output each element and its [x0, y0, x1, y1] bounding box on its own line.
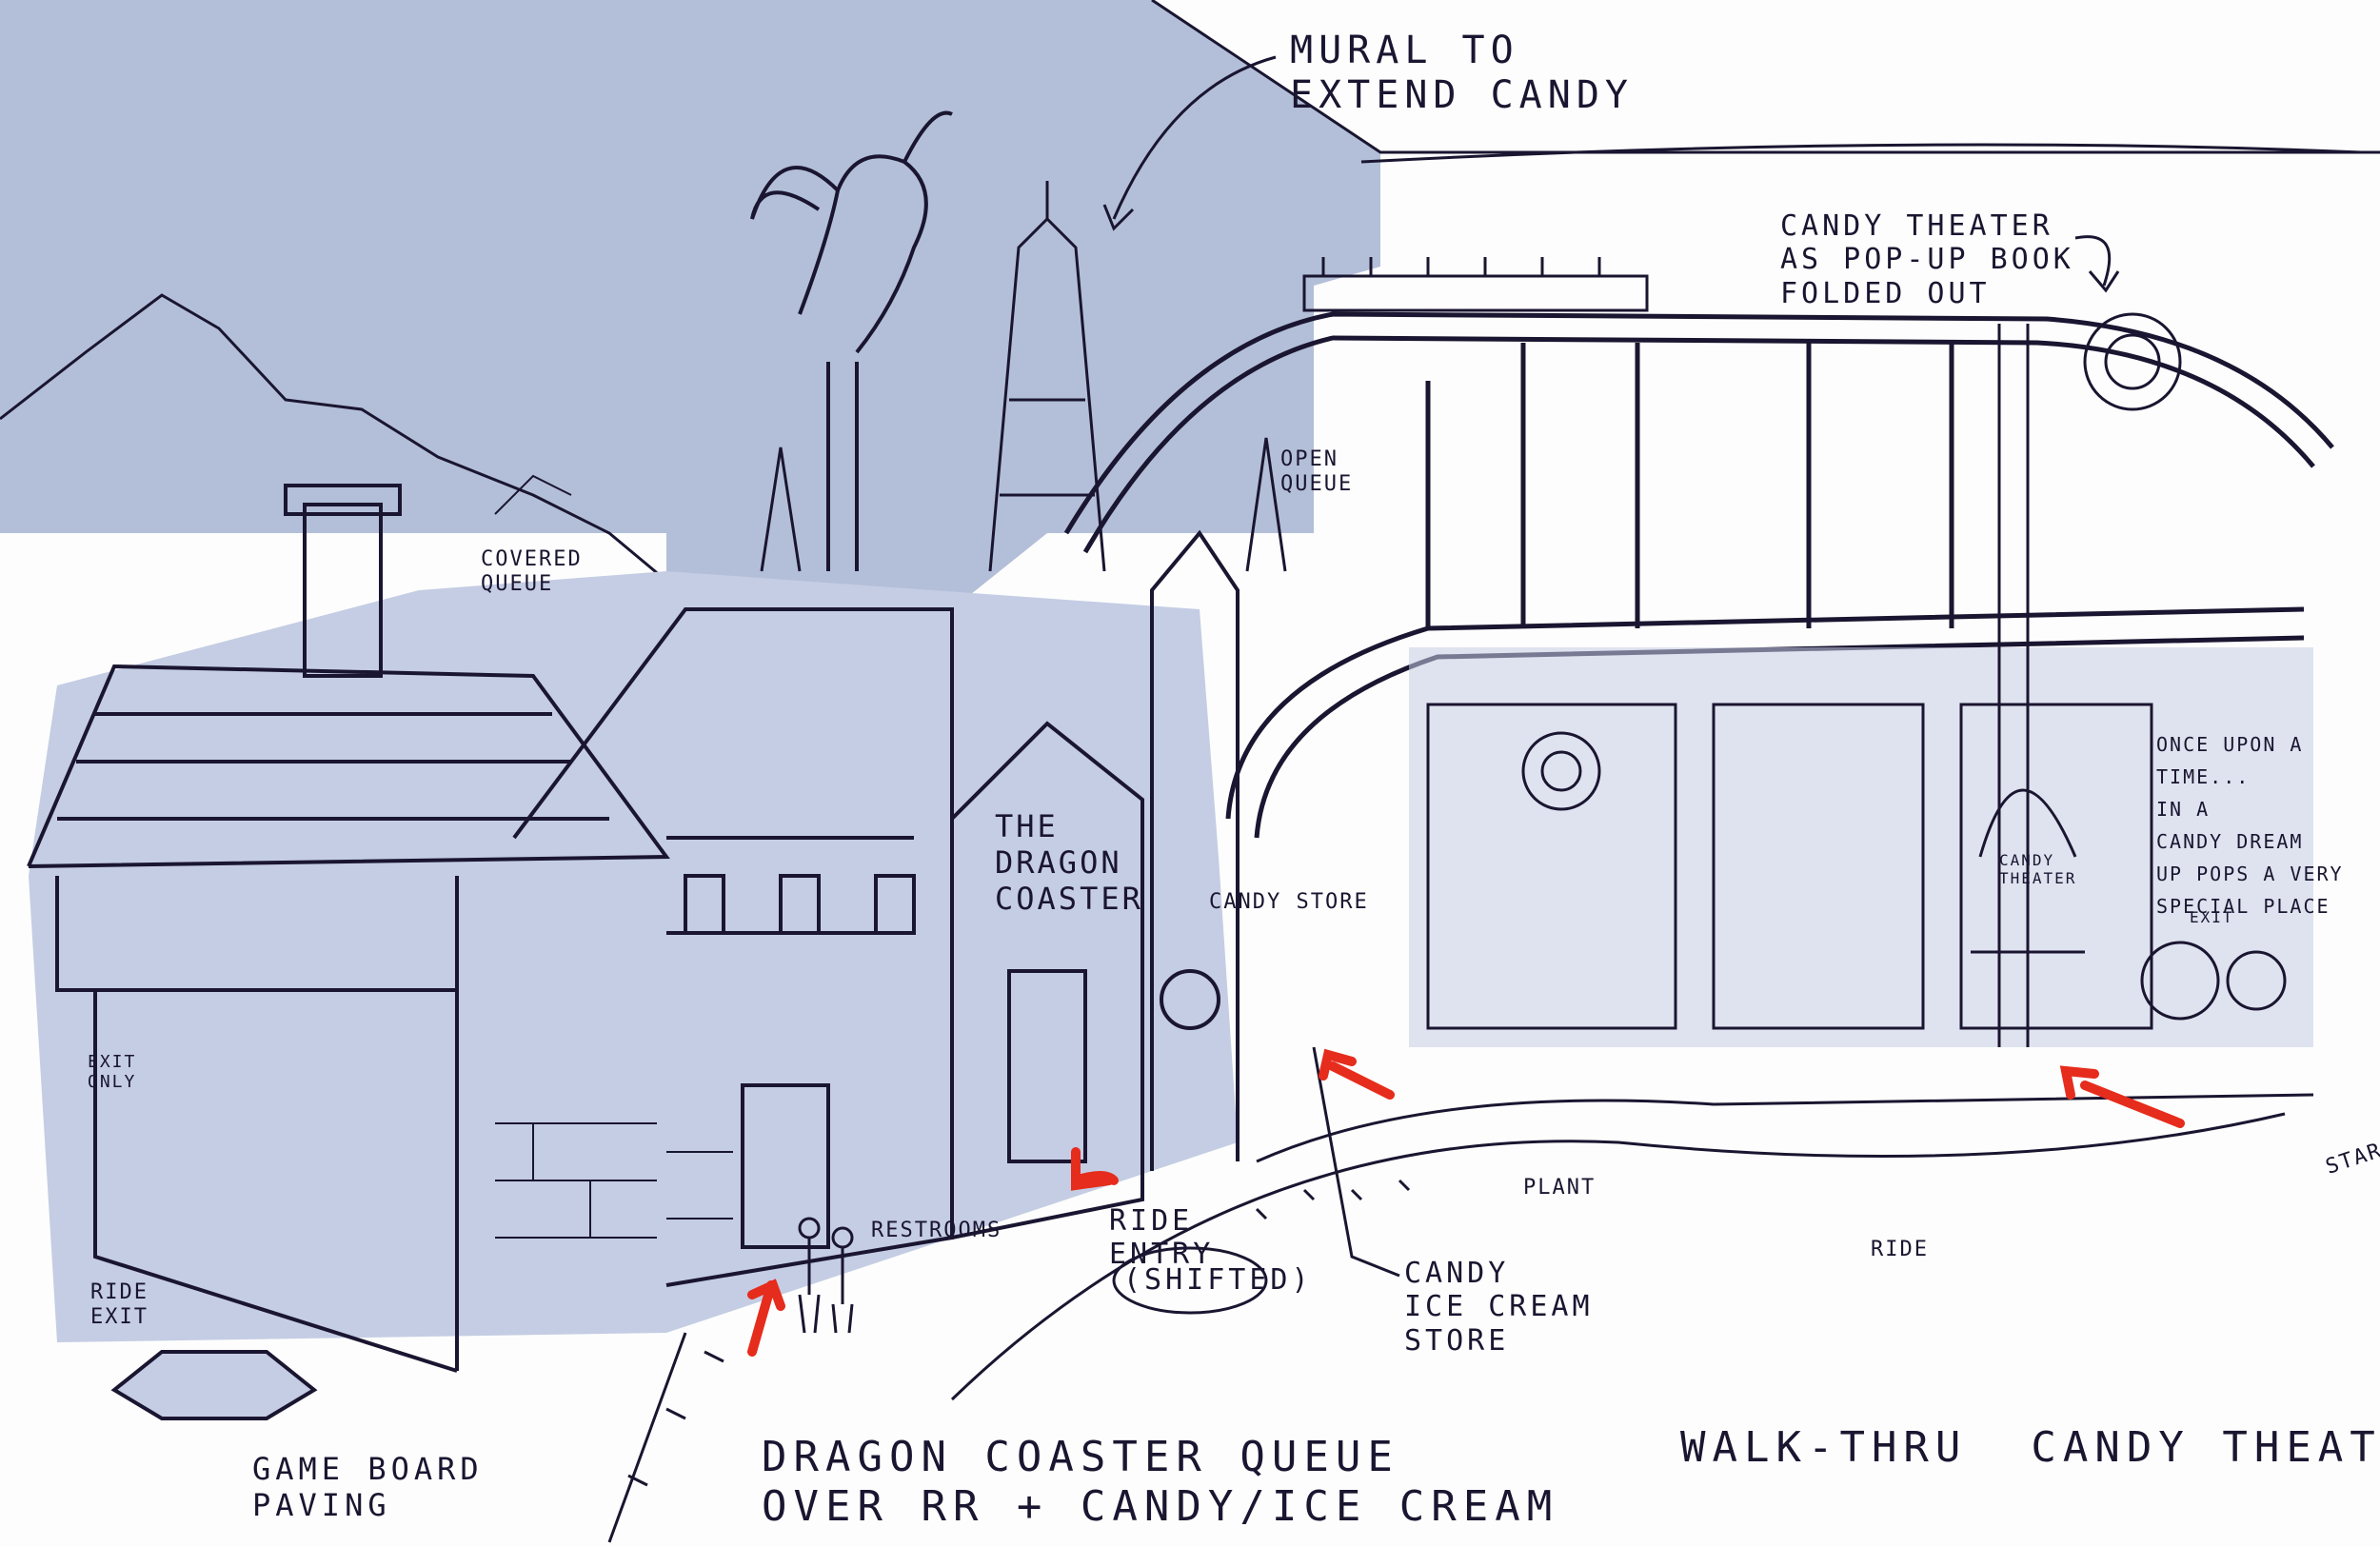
label-game-board-paving: GAME BOARD PAVING [252, 1451, 484, 1523]
label-plant: PLANT [1523, 1176, 1597, 1200]
red-entry-arrows [747, 1048, 2185, 1357]
label-candy-ice-cream-store: CANDY ICE CREAM STORE [1404, 1257, 1594, 1358]
label-exit-only: EXIT ONLY [88, 1052, 137, 1093]
sign-the-dragon-coaster: THE DRAGON COASTER [995, 808, 1143, 917]
label-open-queue: OPEN QUEUE [1280, 447, 1354, 496]
paper-edge-right [1360, 143, 2362, 164]
candy-theater-structures [1426, 312, 2287, 1047]
stonework [495, 1122, 733, 1239]
label-exit-small: EXIT [2190, 908, 2234, 926]
red-arrow-ride-entry [1071, 1147, 1119, 1191]
red-arrow-candy-store [1319, 1048, 1395, 1100]
sky-wash [0, 0, 1380, 609]
paper-edge [1151, 0, 2380, 154]
label-restrooms: RESTROOMS [871, 1219, 1002, 1242]
label-once-upon: ONCE UPON A TIME... IN A CANDY DREAM UP … [2156, 733, 2344, 918]
red-arrow-restrooms [747, 1279, 785, 1357]
annotation-arrows [1102, 55, 2120, 1278]
label-covered-queue: COVERED QUEUE [481, 547, 583, 596]
label-candy-theater-popup: CANDY THEATER AS POP-UP BOOK FOLDED OUT [1780, 209, 2074, 310]
castle-spires [760, 181, 1287, 572]
theater-wash [1409, 647, 2313, 1047]
mountain-sketch-2 [494, 474, 572, 515]
label-ride-entry: RIDE ENTRY [1109, 1204, 1215, 1272]
sign-candy-theater-tower: CANDY THEATER [1999, 851, 2077, 887]
label-mural: MURAL TO EXTEND CANDY [1290, 29, 1634, 118]
coaster-train [1302, 257, 1649, 312]
mountain-sketch [0, 293, 667, 583]
building-wash [29, 571, 1238, 1342]
tudor-buildings [27, 484, 1240, 1373]
red-arrow-theater [2059, 1065, 2185, 1128]
label-ride: RIDE [1871, 1238, 1929, 1261]
shifted-oval [1112, 1246, 1268, 1315]
label-shifted: (SHIFTED) [1123, 1263, 1313, 1297]
label-ride-exit: RIDE EXIT [90, 1280, 149, 1329]
label-dragon-coaster-queue: DRAGON COASTER QUEUE OVER RR + CANDY/ICE… [762, 1433, 1559, 1531]
sign-candy-store: CANDY STORE [1209, 890, 1369, 914]
paving-sketch [110, 1350, 318, 1420]
label-walk-thru-candy-theater: WALK-THRU CANDY THEATER [1680, 1423, 2380, 1472]
dragon-figure [750, 110, 953, 571]
people-figures [798, 1217, 854, 1334]
